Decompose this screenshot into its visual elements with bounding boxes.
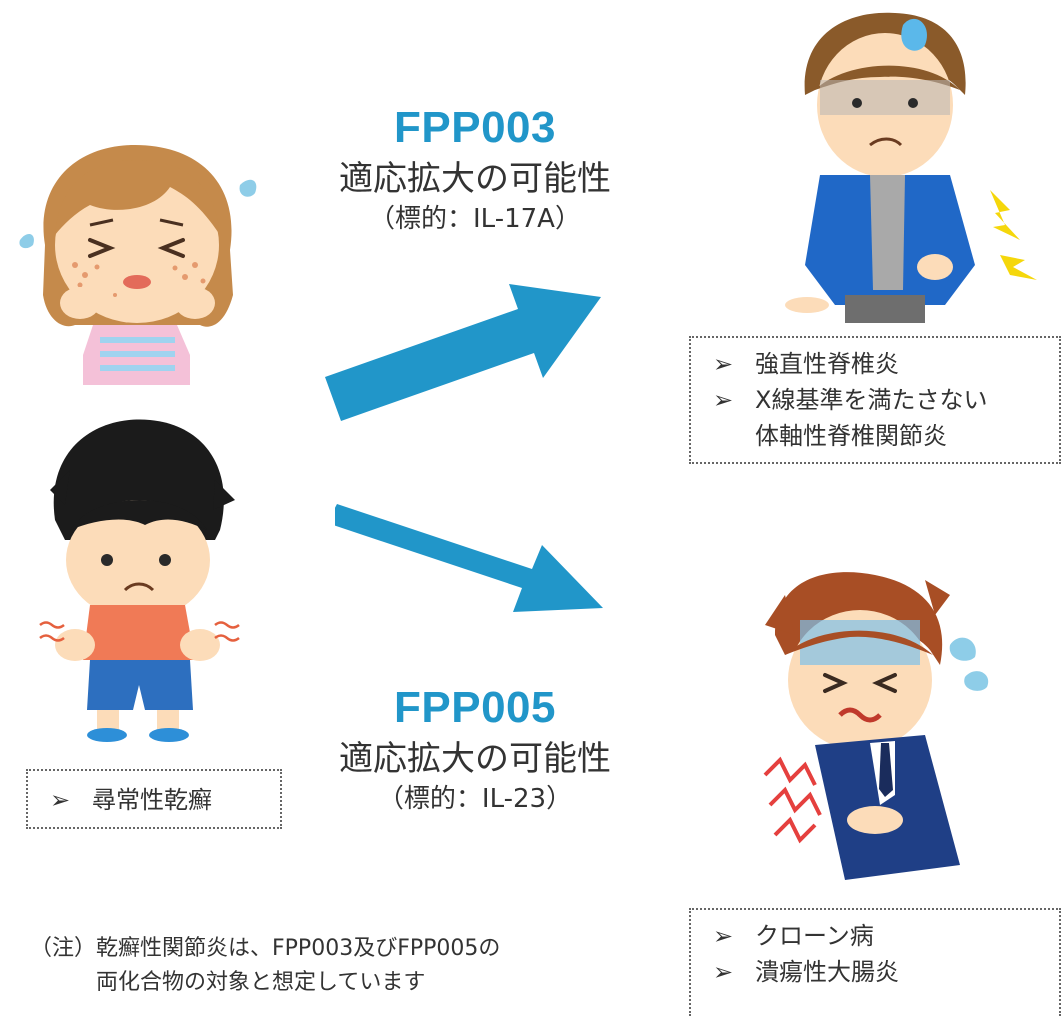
fpp005-subtitle: 適応拡大の可能性 [339,739,611,779]
footnote: （注）乾癬性関節炎は、FPP003及びFPP005の 両化合物の対象と想定してい… [30,932,670,1000]
boy-with-skin-rash-illustration [39,419,240,742]
footnote-line-2: 両化合物の対象と想定しています [96,970,426,995]
arrow-to-inflammatory-bowel-disease [335,504,603,612]
man-with-stomach-pain-illustration [763,572,989,880]
fpp005-label-group: FPP005 適応拡大の可能性 （標的：IL-23） [300,680,650,816]
list-item: ➢ X線基準を満たさない [713,382,1059,418]
indication-label: 潰瘍性大腸炎 [755,958,899,986]
list-item: ➢ 潰瘍性大腸炎 [713,954,1059,990]
indication-label: 強直性脊椎炎 [755,350,899,378]
list-item: ➢ 強直性脊椎炎 [713,346,1059,382]
arrow-bullet-icon: ➢ [713,350,734,378]
spondyloarthritis-indication-box: ➢ 強直性脊椎炎 ➢ X線基準を満たさない 体軸性脊椎関節炎 [689,336,1061,464]
arrow-bullet-icon: ➢ [50,786,71,814]
girl-with-skin-rash-illustration [19,145,257,385]
indication-label: X線基準を満たさない [755,386,988,414]
indication-label-continuation: 体軸性脊椎関節炎 [755,422,947,450]
arrow-bullet-icon: ➢ [713,386,734,414]
fpp003-target: （標的：IL-17A） [369,204,581,234]
list-item: ➢ クローン病 [713,918,1059,954]
fpp003-subtitle: 適応拡大の可能性 [339,159,611,199]
psoriasis-indication-box: ➢ 尋常性乾癬 [26,769,282,829]
fpp003-name: FPP003 [394,103,556,152]
footnote-text-1: 乾癬性関節炎は、FPP003及びFPP005の [96,936,501,961]
arrow-to-spondyloarthritis [325,284,601,421]
list-item: ➢ 尋常性乾癬 [50,782,280,818]
arrow-bullet-icon: ➢ [713,922,734,950]
footnote-prefix: （注） [30,936,97,961]
indication-label: クローン病 [755,922,874,950]
arrow-bullet-icon: ➢ [713,958,734,986]
man-with-back-pain-illustration [785,12,1037,323]
indication-label: 尋常性乾癬 [92,786,212,814]
fpp003-label-group: FPP003 適応拡大の可能性 （標的：IL-17A） [300,100,650,236]
ibd-indication-box: ➢ クローン病 ➢ 潰瘍性大腸炎 [689,908,1061,1016]
footnote-line-1: （注）乾癬性関節炎は、FPP003及びFPP005の [30,932,670,966]
fpp005-target: （標的：IL-23） [377,784,573,814]
fpp005-name: FPP005 [394,683,556,732]
